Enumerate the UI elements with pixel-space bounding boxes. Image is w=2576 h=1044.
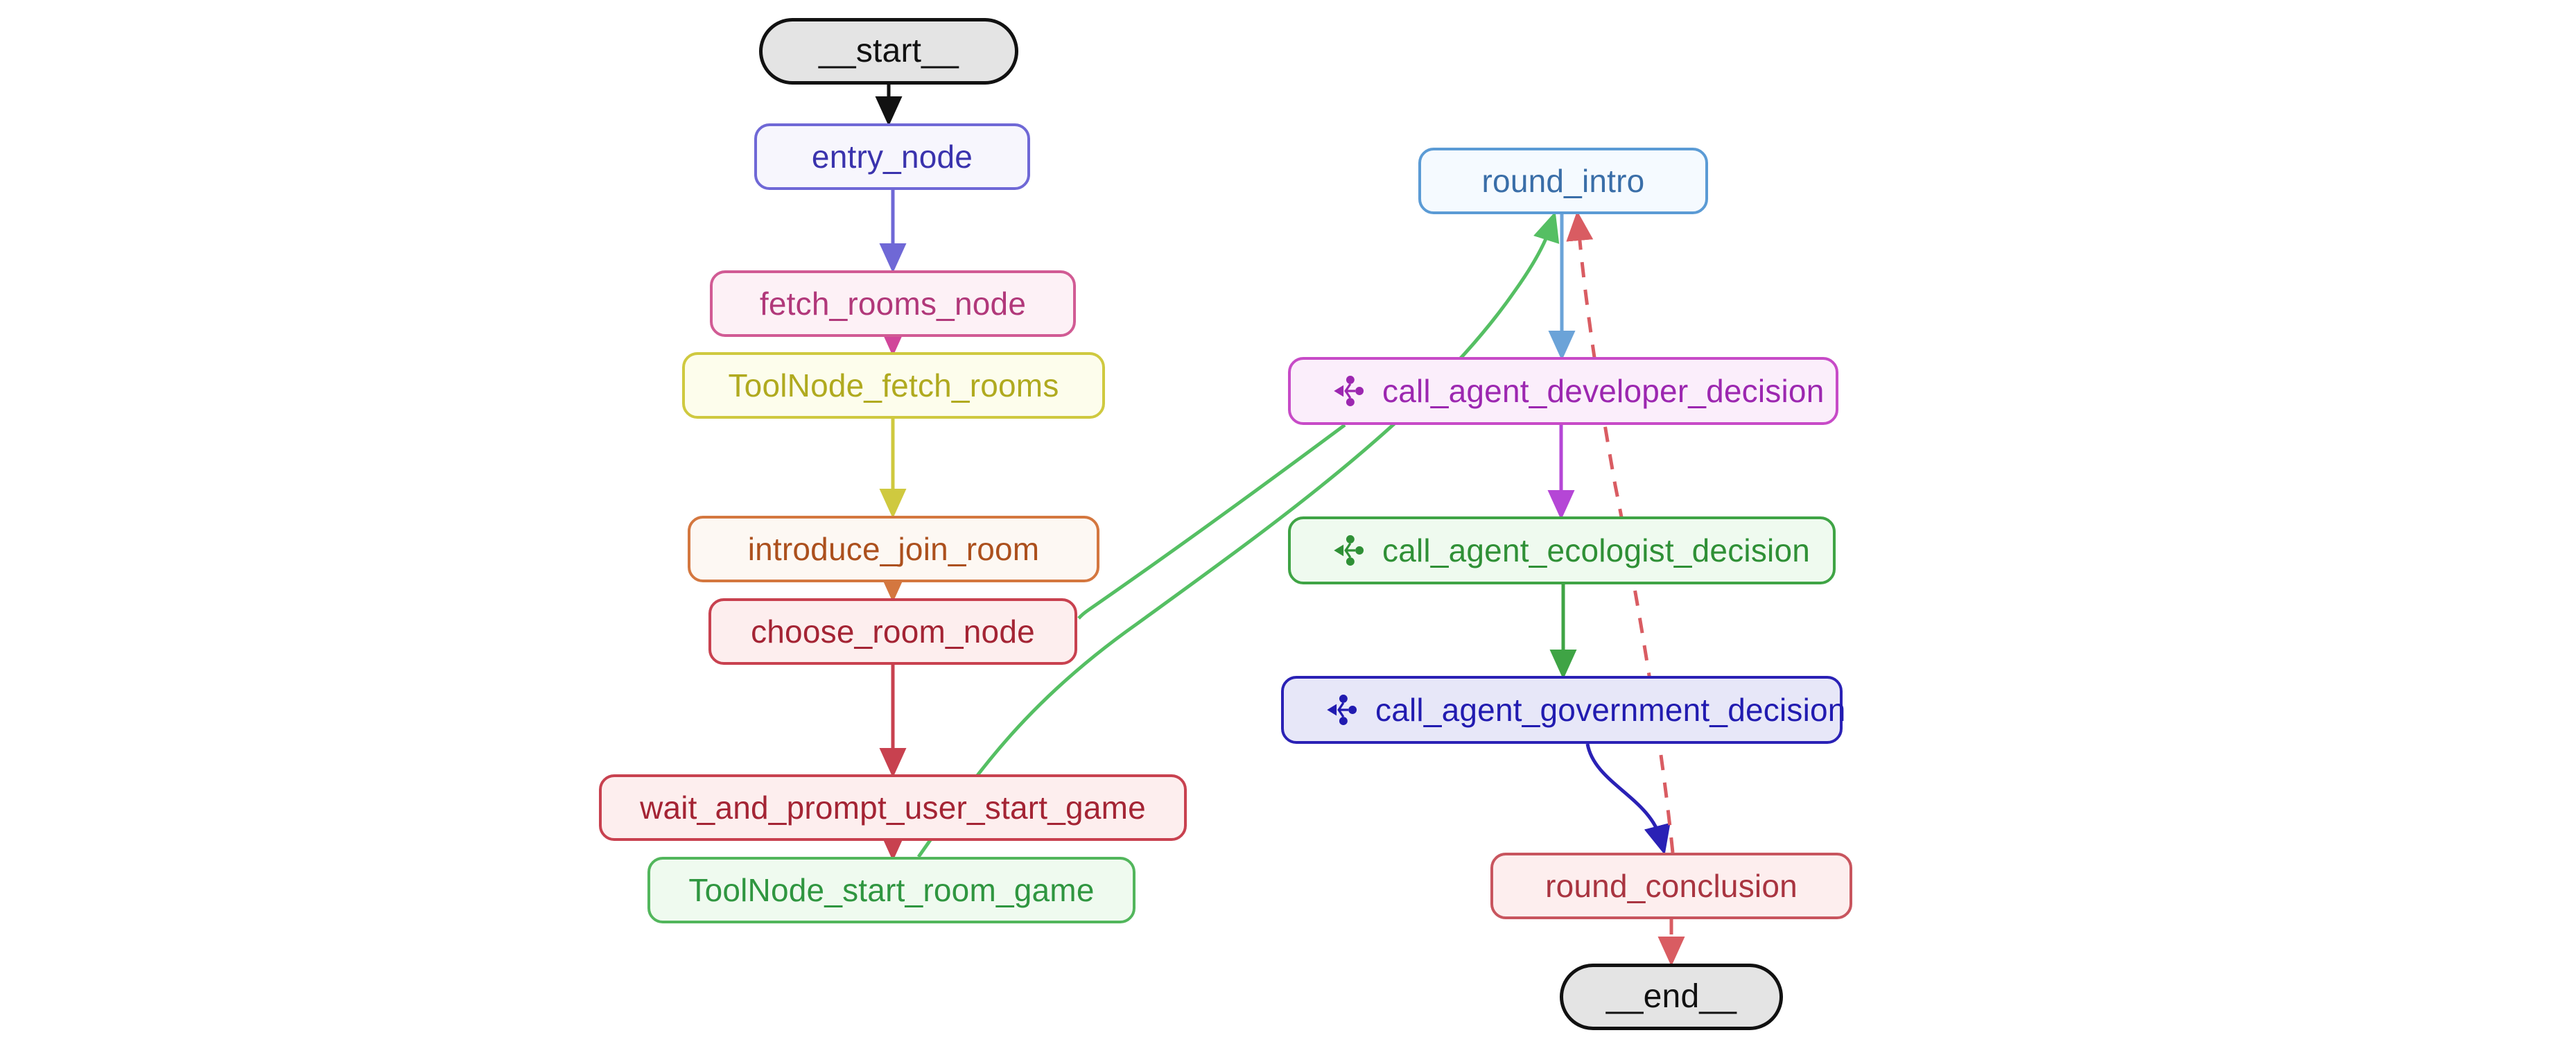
node-entry-node-label: entry_node [811,139,973,175]
node-end-label: __end__ [1605,978,1737,1015]
node-start[interactable]: __start__ [759,18,1018,85]
node-round-intro-label: round_intro [1481,163,1645,199]
node-call-agent-ecologist-decision[interactable]: call_agent_ecologist_decision [1288,516,1836,584]
node-fetch-rooms-node[interactable]: fetch_rooms_node [710,270,1076,337]
node-toolnode-fetch-rooms-label: ToolNode_fetch_rooms [728,367,1059,403]
node-round-conclusion[interactable]: round_conclusion [1490,853,1852,919]
node-start-label: __start__ [819,33,959,69]
node-toolnode-start-room-game-label: ToolNode_start_room_game [688,872,1095,908]
graph-icon [1332,375,1364,407]
node-entry-node[interactable]: entry_node [754,123,1030,190]
graph-icon [1325,694,1357,726]
node-introduce-join-room[interactable]: introduce_join_room [688,516,1099,582]
node-round-intro[interactable]: round_intro [1418,148,1708,214]
node-wait-and-prompt-user-start-game-label: wait_and_prompt_user_start_game [640,790,1146,826]
node-wait-and-prompt-user-start-game[interactable]: wait_and_prompt_user_start_game [599,774,1187,841]
node-end[interactable]: __end__ [1560,964,1783,1030]
node-choose-room-node-label: choose_room_node [751,614,1035,650]
graph-icon [1332,534,1364,566]
node-round-conclusion-label: round_conclusion [1545,868,1798,904]
node-call-agent-developer-decision[interactable]: call_agent_developer_decision [1288,357,1838,425]
node-call-agent-government-decision[interactable]: call_agent_government_decision [1281,676,1846,744]
node-call-agent-developer-decision-label: call_agent_developer_decision [1382,373,1825,409]
node-toolnode-start-room-game[interactable]: ToolNode_start_room_game [647,857,1135,923]
edge-call-agent-government-to-round-conclusion [1585,743,1671,855]
node-fetch-rooms-node-label: fetch_rooms_node [759,286,1027,322]
node-toolnode-fetch-rooms[interactable]: ToolNode_fetch_rooms [682,352,1105,419]
node-call-agent-ecologist-decision-label: call_agent_ecologist_decision [1382,532,1811,568]
node-call-agent-government-decision-label: call_agent_government_decision [1375,692,1846,728]
node-introduce-join-room-label: introduce_join_room [747,531,1040,567]
node-choose-room-node[interactable]: choose_room_node [708,598,1077,665]
